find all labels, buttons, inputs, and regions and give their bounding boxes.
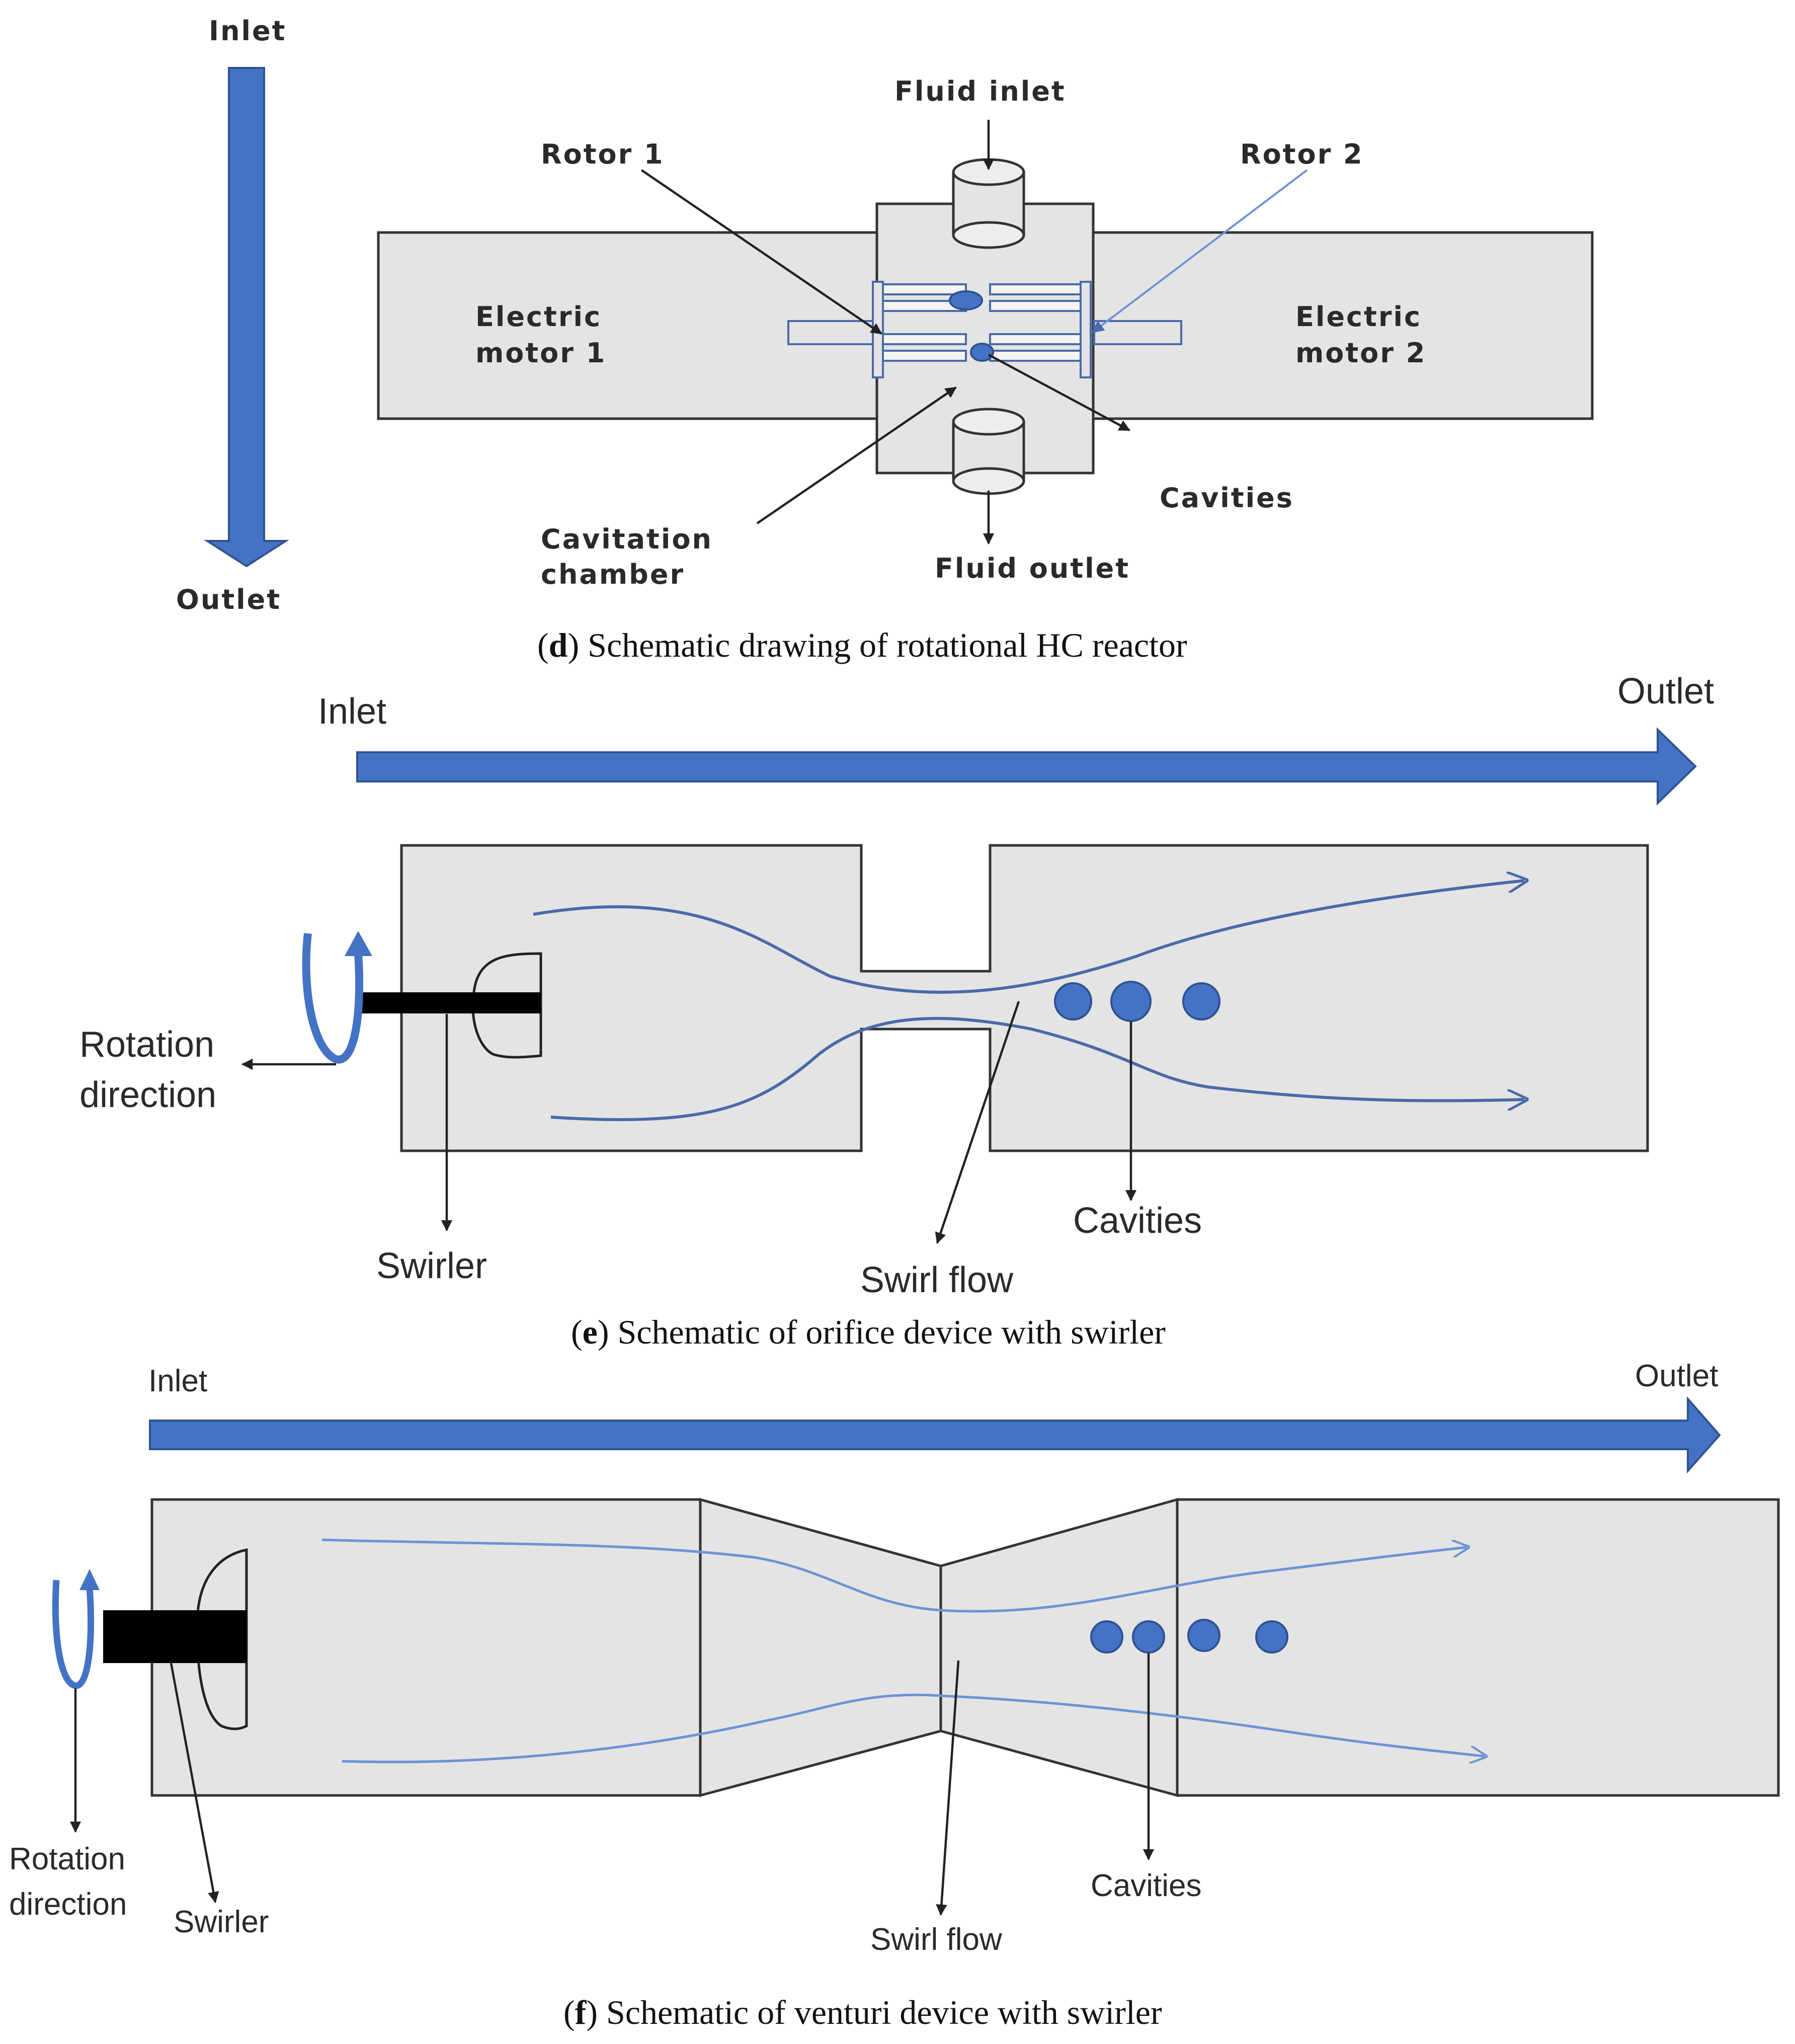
cavity-bubble [970,343,994,362]
rotor-1-label: Rotor 1 [541,138,665,170]
fluid-outlet-label: Fluid outlet [935,553,1130,584]
cavity-bubble [1090,1620,1123,1654]
inlet-label: Inlet [148,1364,207,1398]
streamline-upper [321,1538,1466,1613]
swirler-blade [471,952,542,1059]
shaft-right [1093,320,1182,345]
flow-direction-arrow-horizontal [149,1396,1721,1474]
outlet-label: Outlet [176,584,281,615]
cavities-leader [988,354,1130,431]
streamline-lower [550,1016,1524,1122]
cavity-bubble [1187,1619,1220,1652]
cavitation-chamber-label-line2: chamber [541,559,685,590]
streamline-upper [533,881,1524,994]
swirl-flow-label: Swirl flow [860,1260,1014,1300]
cavity-bubble [1132,1620,1165,1654]
rotation-direction-label: Rotation [9,1842,125,1876]
rotation-direction-label-line2: direction [79,1075,216,1115]
swirler-label: Swirler [174,1905,269,1939]
rotation-direction-icon [52,1569,100,1689]
cavity-bubble [1182,982,1220,1020]
flow-direction-arrow-vertical [204,67,289,568]
electric-motor-1-label: Electric [475,301,602,333]
outlet-label: Outlet [1635,1359,1718,1393]
swirl-flow-leader [935,1001,1020,1244]
panel-f-venturi-swirler: Inlet Outlet Rotation direction Swirler … [9,1359,1780,2031]
cavity-bubble [1054,982,1092,1020]
inlet-label: Inlet [209,15,286,47]
rotor-2-plate [1080,281,1092,378]
cavities-label: Cavities [1073,1201,1202,1241]
streamline-lower [342,1693,1484,1762]
cavitation-chamber-label: Cavitation [541,523,713,555]
orifice-device-body [400,844,1649,1152]
swirler-shaft [103,1610,247,1663]
caption-e: (e) Schematic of orifice device with swi… [571,1313,1166,1351]
shaft-left [787,320,880,345]
cavities-label: Cavities [1091,1868,1202,1903]
swirler-label: Swirler [376,1246,487,1286]
swirler-blade [196,1548,248,1731]
rotation-direction-icon [302,931,372,1064]
rotor-1-leader [640,169,882,335]
swirler-shaft [357,992,541,1013]
cavitation-chamber-leader [756,386,957,524]
swirler-leader [170,1663,219,1904]
cavity-bubble [1255,1620,1288,1654]
fluid-inlet-label: Fluid inlet [894,75,1066,107]
panel-d-rotational-reactor: Inlet Outlet [176,15,1594,664]
flow-direction-arrow-horizontal [356,727,1697,806]
inlet-label: Inlet [318,691,386,732]
swirl-flow-label: Swirl flow [870,1922,1002,1957]
cavity-bubble [1110,981,1152,1022]
rotation-direction-label: Rotation [79,1025,214,1065]
caption-d: (d) Schematic drawing of rotational HC r… [537,626,1187,664]
electric-motor-2-label-line2: motor 2 [1295,337,1426,369]
cavity-bubble [949,290,983,310]
cavities-label: Cavities [1160,482,1294,514]
caption-f: (f) Schematic of venturi device with swi… [563,1993,1162,2031]
electric-motor-2-label: Electric [1295,301,1422,333]
rotor-2-leader [1092,169,1308,333]
panel-e-orifice-swirler: Inlet Outlet Rotation direction Swirler … [79,671,1714,1351]
rotor-2-label: Rotor 2 [1240,138,1364,170]
swirl-flow-leader [936,1660,960,1916]
rotor-1-vanes [882,283,967,362]
fluid-inlet-pipe [952,158,1025,249]
fluid-outlet-pipe [952,408,1025,495]
outlet-label: Outlet [1617,671,1714,712]
rotation-direction-label-line2: direction [9,1887,127,1922]
electric-motor-1-label-line2: motor 1 [475,337,606,369]
